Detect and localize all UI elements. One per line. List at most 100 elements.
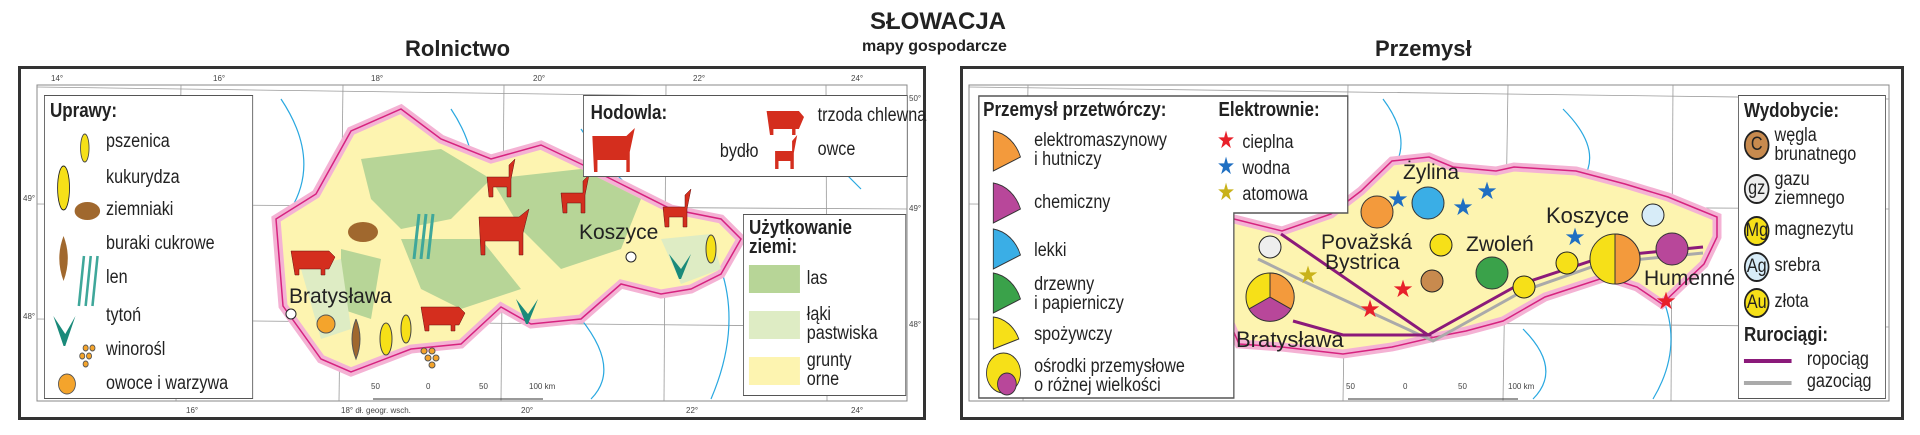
svg-text:49°: 49° [909,204,921,213]
industry-center-chemical [1655,232,1689,266]
main-title: SŁOWACJA [870,8,1007,35]
svg-text:0: 0 [426,382,431,391]
mining-gas-icon [1258,235,1282,259]
thermal-plant-icon: ★ [1392,276,1414,303]
pig-icon [420,306,466,332]
legend-pig: trzoda chlewna [817,105,927,126]
swatch-arable [748,357,800,385]
pig-icon [290,250,336,276]
coal-icon: C [1743,130,1770,160]
thermal-plant-icon: ★ [1655,288,1677,315]
potato-icon [74,202,101,220]
sheep-icon [775,135,798,169]
svg-text:18°: 18° [371,74,383,83]
tobacco-icon [53,316,76,346]
potato-icon [348,222,378,242]
hydro-plant-icon: ★ [1476,178,1498,205]
city-label-kosice: Koszyce [1546,203,1629,228]
wheat-icon [400,314,412,344]
magnesite-icon: Mg [1743,216,1770,246]
swatch-forest [748,265,800,293]
legend-wheat: pszenica [106,131,170,152]
cattle-icon [592,128,635,172]
legend-grape: winorośl [106,339,166,360]
legend-chemical: chemiczny [1034,192,1111,213]
svg-text:50°: 50° [909,94,921,103]
flax-icon [412,213,435,260]
legend-flax: len [106,267,128,288]
crop-legend-icons [53,133,101,395]
svg-text:18° dł. geogr. wsch.: 18° dł. geogr. wsch. [341,406,411,415]
industry-center-light [1411,186,1445,220]
legend-corn: kukurydza [106,167,180,188]
grape-icon [420,347,440,369]
legend-wood: drzewny [1034,274,1095,295]
gas-icon: gz [1743,174,1770,204]
subtitle: mapy gospodarcze [862,38,1007,55]
thermal-plant-icon: ★ [1359,296,1381,323]
right-map-title: Przemysł [1375,36,1472,61]
corn-icon [379,322,393,356]
legend-potato: ziemniaki [106,199,174,220]
nuclear-plant-icon: ★ [1297,262,1319,289]
livestock-legend: Hodowla: bydło trzoda chlewna owce [583,95,926,177]
svg-text:49°: 49° [23,194,35,203]
sheep-icon [560,174,590,214]
livestock-legend-icons [592,111,804,172]
city-label-zilina: Żylina [1403,161,1459,184]
manufacturing-legend-background [978,95,1349,399]
svg-text:16°: 16° [213,74,225,83]
city-label-bystrica: Bystrica [1325,251,1400,274]
svg-text:50: 50 [1346,382,1355,391]
svg-text:0: 0 [1403,382,1408,391]
city-label-bratislava: Bratysława [1236,327,1344,352]
gold-icon: Au [1743,288,1770,318]
wheat-icon [705,234,717,264]
legend-tobacco: tytoń [106,305,142,326]
legend-fruit: owoce i warzywa [106,373,229,394]
svg-text:20°: 20° [533,74,545,83]
hydro-plant-icon: ★ [1216,153,1236,180]
mining-magnesite-icon [1555,251,1579,275]
svg-text:48°: 48° [23,312,35,321]
svg-text:22°: 22° [686,406,698,415]
beet-icon [59,236,68,281]
wheat-icon [80,133,90,163]
city-label-povazska: Považská [1321,231,1412,254]
cattle-icon [478,208,530,256]
legend-cattle: bydło [719,141,759,162]
industry-center-electromechanical [1360,195,1394,229]
svg-text:48°: 48° [909,320,921,329]
svg-text:24°: 24° [851,74,863,83]
mining-gold-icon [1429,233,1453,257]
grape-icon [79,344,96,368]
mining-silver-icon [1641,203,1665,227]
pig-icon [766,111,804,135]
nuclear-plant-icon: ★ [1216,179,1236,206]
hydro-plant-icon: ★ [1387,186,1409,213]
mining-legend: Wydobycie: C węgla brunatnego gz gazu zi… [1738,95,1886,399]
left-map-title: Rolnictwo [405,36,511,61]
oil-pipeline-swatch [1743,359,1792,363]
svg-text:16°: 16° [186,406,198,415]
gas-pipeline-swatch [1743,381,1792,385]
industry-center-wood [1475,256,1509,290]
mining-magnesite-icon [1512,275,1536,299]
city-label-kosice: Koszyce [579,221,658,244]
thermal-plant-icon: ★ [1216,127,1236,154]
fruit-icon [316,314,336,334]
corn-icon [57,165,70,211]
landuse-legend: Użytkowanie ziemi: las łąki pastwiska gr… [743,214,907,396]
svg-text:22°: 22° [693,74,705,83]
tobacco-icon [669,254,691,279]
svg-text:24°: 24° [851,406,863,415]
industry-legend-icons [986,130,1022,396]
hydro-plant-icon: ★ [1452,194,1474,221]
legend-beet: buraki cukrowe [106,233,215,254]
fruit-icon [58,373,76,395]
crops-legend: Uprawy: pszenica kukurydza ziemniaki bur… [44,95,254,399]
svg-text:20°: 20° [521,406,533,415]
